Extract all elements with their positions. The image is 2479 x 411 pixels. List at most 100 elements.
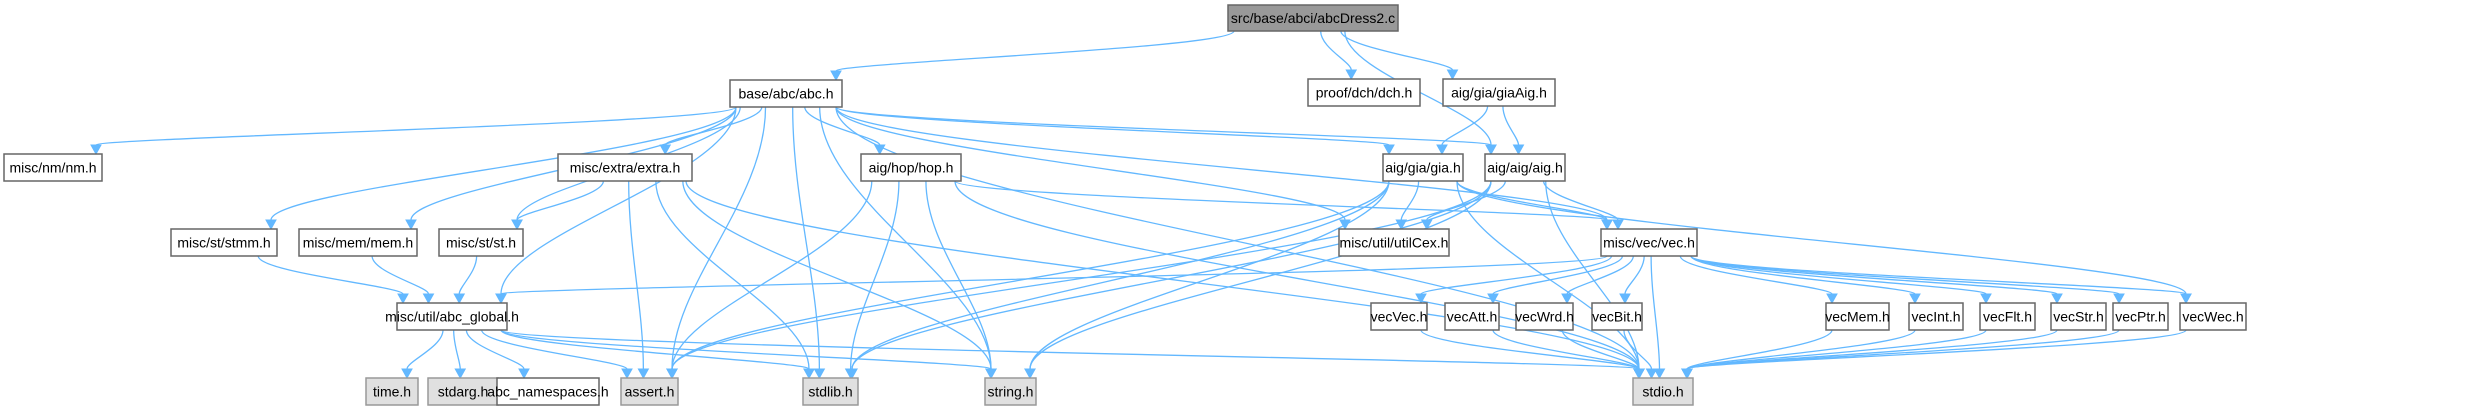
edge-line — [1420, 329, 1640, 370]
node-box — [1444, 302, 1500, 331]
node-dch[interactable]: proof/dch/dch.h — [1307, 78, 1421, 107]
edge-vec-to-vecBit — [1619, 255, 1645, 305]
node-giaAig[interactable]: aig/gia/giaAig.h — [1442, 78, 1556, 107]
edge-abc-global-to-time — [401, 329, 444, 380]
edge-vec-to-vecMem — [1679, 255, 1838, 305]
arrowhead-icon — [985, 368, 997, 380]
node-label: misc/st/stmm.h — [177, 235, 270, 251]
node-vecAtt[interactable]: vecAtt.h — [1444, 302, 1500, 331]
node-extra[interactable]: misc/extra/extra.h — [557, 153, 693, 182]
node-label: abc_namespaces.h — [487, 384, 608, 400]
node-abc-global[interactable]: misc/util/abc_global.h — [385, 302, 519, 331]
node-vecMem[interactable]: vecMem.h — [1825, 302, 1890, 331]
node-abc-namespaces[interactable]: abc_namespaces.h — [487, 377, 609, 406]
edge-line — [1624, 255, 1645, 295]
edge-mem-to-abc-global — [371, 255, 435, 305]
edge-line — [406, 329, 444, 370]
arrowhead-icon — [1645, 368, 1658, 380]
edge-line — [835, 106, 1390, 146]
edge-line — [1320, 30, 1352, 71]
node-gia[interactable]: aig/gia/gia.h — [1382, 153, 1464, 182]
node-label: misc/extra/extra.h — [570, 160, 680, 176]
edge-line — [95, 106, 737, 146]
arrowhead-icon — [1446, 69, 1459, 81]
node-label: assert.h — [625, 384, 675, 400]
edge-vec-to-vecFlt — [1690, 255, 1992, 305]
node-box — [729, 79, 843, 108]
node-label: aig/gia/giaAig.h — [1451, 85, 1547, 101]
arrowhead-icon — [1383, 144, 1395, 156]
arrowhead-icon — [401, 368, 413, 380]
edge-vecWec-to-stdio — [1681, 329, 2187, 380]
node-vecWec[interactable]: vecWec.h — [2179, 302, 2247, 331]
node-assert[interactable]: assert.h — [620, 377, 679, 406]
edge-line — [1029, 180, 1492, 370]
node-box — [1632, 377, 1694, 406]
node-vecStr[interactable]: vecStr.h — [2050, 302, 2107, 331]
node-time[interactable]: time.h — [365, 377, 419, 406]
edge-vecFlt-to-stdio — [1681, 329, 1987, 380]
arrowhead-icon — [813, 368, 826, 380]
edge-st-to-abc-global — [453, 255, 478, 305]
edge-line — [835, 106, 1608, 221]
node-nm[interactable]: misc/nm/nm.h — [3, 153, 103, 182]
node-label: misc/util/utilCex.h — [1340, 235, 1449, 251]
node-utilCex[interactable]: misc/util/utilCex.h — [1338, 228, 1450, 257]
node-aig[interactable]: aig/aig/aig.h — [1484, 153, 1566, 182]
node-label: vecInt.h — [1911, 309, 1960, 325]
node-stmm[interactable]: misc/st/stmm.h — [170, 228, 278, 257]
arrowhead-icon — [454, 368, 467, 380]
node-vec[interactable]: misc/vec/vec.h — [1600, 228, 1698, 257]
node-box — [1515, 302, 1574, 331]
arrowhead-icon — [1415, 293, 1427, 305]
node-label: misc/mem/mem.h — [303, 235, 413, 251]
node-label: stdlib.h — [808, 384, 852, 400]
arrowhead-icon — [830, 70, 842, 82]
arrowhead-icon — [1653, 368, 1666, 380]
edge-vecStr-to-stdio — [1681, 329, 2058, 380]
node-stdio[interactable]: stdio.h — [1632, 377, 1694, 406]
node-stdarg[interactable]: stdarg.h — [427, 377, 499, 406]
node-box — [365, 377, 419, 406]
edge-gia-to-utilCex — [1395, 180, 1420, 231]
arrowhead-icon — [453, 293, 466, 305]
edge-line — [1426, 180, 1506, 221]
node-vecWrd[interactable]: vecWrd.h — [1515, 302, 1574, 331]
node-box — [2050, 302, 2107, 331]
node-vecBit[interactable]: vecBit.h — [1591, 302, 1643, 331]
node-abc[interactable]: base/abc/abc.h — [729, 79, 843, 108]
edge-line — [851, 180, 1492, 370]
node-label: aig/gia/gia.h — [1385, 160, 1461, 176]
edge-vecWrd-to-stdio — [1561, 329, 1645, 380]
arrowhead-icon — [621, 368, 633, 380]
edge-line — [671, 180, 1492, 370]
node-label: vecFlt.h — [1983, 309, 2032, 325]
node-box — [1307, 78, 1421, 107]
arrowhead-icon — [265, 219, 277, 231]
node-string[interactable]: string.h — [984, 377, 1037, 406]
arrowhead-icon — [666, 368, 678, 380]
arrowhead-icon — [2113, 293, 2125, 305]
edge-line — [1690, 255, 2187, 295]
edge-line — [480, 329, 628, 370]
node-vecVec[interactable]: vecVec.h — [1370, 302, 1428, 331]
edge-line — [516, 180, 605, 221]
node-label: vecAtt.h — [1447, 309, 1498, 325]
arrowhead-icon — [405, 219, 417, 231]
edge-gia-to-vec — [1456, 180, 1613, 231]
node-vecFlt[interactable]: vecFlt.h — [1979, 302, 2036, 331]
node-stdlib[interactable]: stdlib.h — [802, 377, 859, 406]
node-box — [1227, 4, 1399, 32]
node-mem[interactable]: misc/mem/mem.h — [298, 228, 418, 257]
node-label: vecWrd.h — [1515, 309, 1574, 325]
node-vecPtr[interactable]: vecPtr.h — [2112, 302, 2169, 331]
edge-extra-to-st — [511, 180, 605, 231]
node-root[interactable]: src/base/abci/abcDress2.c — [1227, 4, 1399, 32]
node-vecInt[interactable]: vecInt.h — [1908, 302, 1964, 331]
edge-line — [792, 106, 821, 370]
node-hop[interactable]: aig/hop/hop.h — [860, 153, 962, 182]
node-label: aig/aig/aig.h — [1487, 160, 1563, 176]
node-st[interactable]: misc/st/st.h — [438, 228, 524, 257]
edge-line — [1690, 255, 2120, 295]
edge-line — [500, 329, 810, 370]
